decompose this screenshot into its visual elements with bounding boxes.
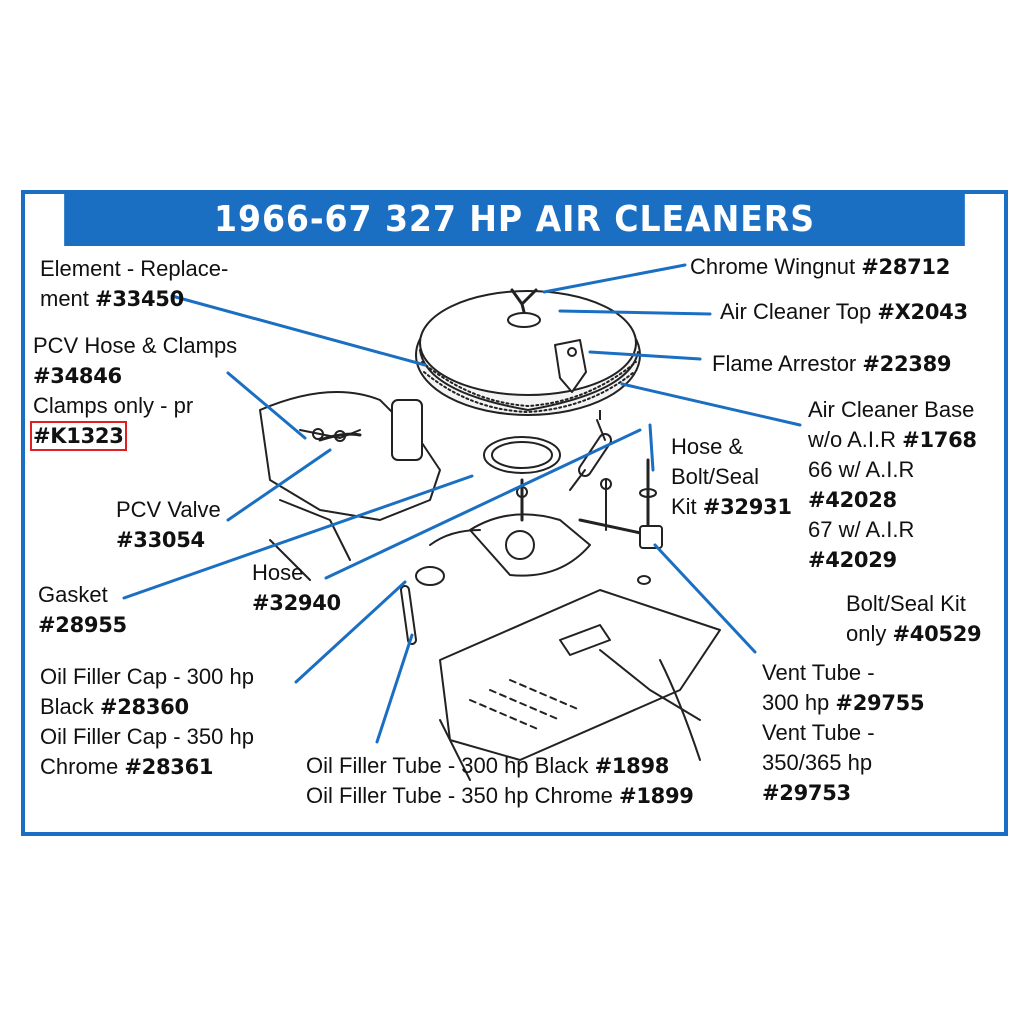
- part-number: #42028: [808, 488, 897, 512]
- part-number: #28360: [99, 695, 189, 719]
- part-number: #28712: [861, 255, 951, 279]
- part-number: #34846: [33, 364, 122, 388]
- valve-cover: [439, 589, 721, 781]
- part-number: #32940: [252, 591, 341, 615]
- label-pcv-valve: PCV Valve #33054: [116, 495, 221, 555]
- part-number: #29753: [762, 781, 851, 805]
- hose-tube: [569, 419, 612, 491]
- part-number: #28361: [124, 755, 214, 779]
- label-hose: Hose #32940: [252, 558, 341, 618]
- label-pcv-hose-clamps: PCV Hose & Clamps #34846 Clamps only - p…: [30, 333, 238, 451]
- part-number: #33054: [116, 528, 205, 552]
- gasket-ring: [483, 436, 561, 474]
- label-hose-bolt-seal-kit: Hose & Bolt/Seal Kit #32931: [671, 434, 792, 519]
- part-number: #40529: [892, 622, 982, 646]
- part-number: #42029: [808, 548, 897, 572]
- part-number: #28955: [38, 613, 127, 637]
- part-number: #22389: [862, 352, 952, 376]
- carburetor: [469, 478, 591, 577]
- left-engine-detail: [259, 391, 441, 581]
- label-oil-filler-tube: Oil Filler Tube - 300 hp Black #1898 Oil…: [306, 753, 694, 808]
- label-element-replacement: Element - Replace- ment #33450: [40, 256, 229, 311]
- part-number: #32931: [702, 495, 792, 519]
- part-number: #1768: [902, 428, 977, 452]
- part-number: #1899: [619, 784, 694, 808]
- part-number: #1898: [594, 754, 670, 778]
- label-gasket: Gasket #28955: [38, 580, 127, 640]
- diagram-title: 1966-67 327 HP AIR CLEANERS: [64, 194, 965, 246]
- label-air-cleaner-base: Air Cleaner Base w/o A.I.R #1768 66 w/ A…: [808, 395, 977, 575]
- leader-lines: [122, 263, 802, 744]
- label-chrome-wingnut: Chrome Wingnut #28712: [690, 254, 951, 279]
- part-number: #29755: [835, 691, 925, 715]
- label-vent-tube: Vent Tube - 300 hp #29755 Vent Tube - 35…: [762, 658, 925, 808]
- label-air-cleaner-top: Air Cleaner Top #X2043: [720, 299, 968, 324]
- oil-filler-tube: [400, 529, 481, 645]
- label-oil-filler-cap: Oil Filler Cap - 300 hp Black #28360 Oil…: [40, 664, 254, 779]
- part-number: #33450: [95, 287, 184, 311]
- label-flame-arrestor: Flame Arrestor #22389: [712, 351, 952, 376]
- part-number: #X2043: [877, 300, 968, 324]
- highlighted-part-number: #K1323: [30, 421, 127, 451]
- label-bolt-seal-kit-only: Bolt/Seal Kit only #40529: [846, 591, 982, 646]
- vent-tube-assembly: [578, 458, 663, 585]
